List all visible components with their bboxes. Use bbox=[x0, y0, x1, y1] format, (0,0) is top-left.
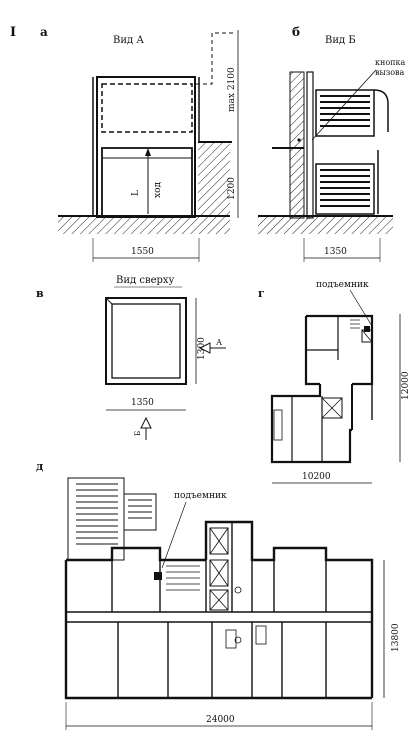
lift-marker-g bbox=[364, 326, 370, 332]
panel-v-letter: в bbox=[36, 287, 44, 300]
dim-g-width: 10200 bbox=[302, 472, 331, 482]
call-button-icon bbox=[297, 138, 301, 142]
top-view-inner bbox=[111, 303, 181, 379]
ground-hatch-b bbox=[258, 216, 393, 234]
call-button-label-1: кнопка bbox=[375, 58, 405, 67]
panel-b-title: Вид Б bbox=[325, 35, 356, 46]
panel-a-letter: а bbox=[40, 25, 48, 39]
view-arrow-a-label: А bbox=[216, 338, 222, 347]
upper-platform-dashed bbox=[101, 83, 193, 133]
wall-b bbox=[289, 71, 305, 219]
view-arrow-b-label: Б bbox=[134, 431, 142, 436]
panel-a: а Вид А L ход max 2100 1200 1550 bbox=[40, 25, 239, 262]
panel-b-letter: б bbox=[292, 25, 300, 39]
dim-width-b: 1350 bbox=[324, 247, 347, 257]
lower-platform-b bbox=[315, 150, 379, 215]
panel-d: д подъемник bbox=[36, 460, 401, 730]
lower-platform bbox=[101, 147, 193, 217]
travel-arrow-head bbox=[145, 148, 151, 156]
call-button-leader bbox=[311, 69, 377, 141]
panel-g-leader bbox=[349, 289, 373, 327]
dim-width: 1550 bbox=[131, 247, 154, 257]
panel-b: б Вид Б bbox=[258, 25, 405, 262]
dim-depth: 1300 bbox=[197, 337, 207, 360]
top-view-corner bbox=[105, 297, 113, 305]
ground-hatch bbox=[58, 216, 230, 234]
floor-plan-d bbox=[64, 520, 374, 700]
call-button-label-2: вызова bbox=[375, 68, 405, 77]
lift-marker-d bbox=[154, 572, 162, 580]
upper-platform-b bbox=[315, 89, 389, 137]
dim-height: 1200 bbox=[227, 177, 237, 200]
view-arrow-b-icon bbox=[140, 416, 152, 429]
panel-d-leader bbox=[161, 501, 187, 569]
panel-d-letter: д bbox=[36, 460, 43, 473]
panel-v-title: Вид сверху bbox=[116, 275, 175, 286]
top-view-outer bbox=[105, 297, 187, 385]
panel-g: г подъемник bbox=[258, 280, 411, 484]
floor-plan-g bbox=[270, 314, 374, 464]
dim-max-height: max 2100 bbox=[227, 67, 237, 112]
max-height-outline bbox=[196, 32, 235, 85]
lift-frame bbox=[96, 76, 196, 218]
dim-width-v: 1350 bbox=[131, 398, 154, 408]
figure-number: I bbox=[10, 25, 16, 40]
panel-g-label: подъемник bbox=[316, 280, 369, 290]
rail-b bbox=[306, 71, 314, 219]
travel-label-word: ход bbox=[153, 182, 163, 198]
travel-label-l: L bbox=[131, 190, 141, 196]
dim-d-height: 13800 bbox=[391, 623, 401, 652]
panel-g-letter: г bbox=[258, 287, 265, 300]
dim-d-width: 24000 bbox=[206, 715, 235, 725]
upper-floor-hatch bbox=[198, 142, 230, 216]
panel-a-title: Вид А bbox=[113, 35, 144, 46]
panel-d-label: подъемник bbox=[174, 491, 227, 501]
panel-v: в Вид сверху 1300 А 1350 Б bbox=[36, 275, 226, 440]
dim-g-height: 12000 bbox=[401, 371, 411, 400]
